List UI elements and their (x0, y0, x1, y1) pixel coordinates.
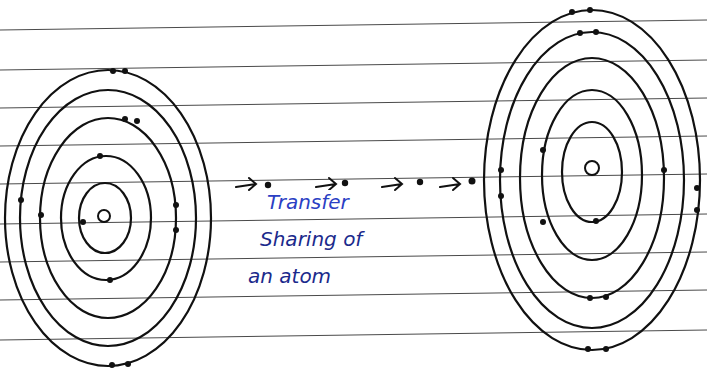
electron-shell (61, 156, 151, 280)
transferred-electron (342, 180, 348, 186)
electron-shell (5, 10, 700, 366)
annotation-text: Transfer (265, 190, 351, 214)
electron-dot (593, 218, 599, 224)
electron-dot (173, 227, 179, 233)
ruled-line (0, 136, 707, 146)
ruled-line (0, 20, 707, 340)
transferred-electron (417, 179, 423, 185)
electron-dot (593, 29, 599, 35)
transferred-electron (469, 178, 476, 185)
electron-dot (134, 118, 140, 124)
electron-dot (38, 212, 44, 218)
electron-dot (540, 147, 546, 153)
electron-dot (540, 219, 546, 225)
electron-dot (122, 68, 128, 74)
electron-shell (484, 10, 700, 350)
electron-dot (107, 277, 113, 283)
electron-dot (577, 30, 583, 36)
electron-dot (585, 346, 591, 352)
annotation-text: Sharing of (258, 227, 364, 251)
electron-dot (603, 346, 609, 352)
ruled-line (0, 20, 707, 30)
electron-dot (122, 116, 128, 122)
electron-shell (5, 70, 211, 366)
electron-shell (520, 58, 664, 298)
electron-shell (542, 90, 642, 260)
electron-dot (18, 7, 700, 368)
ruled-line (0, 60, 707, 70)
electron-dot (694, 207, 700, 213)
electron-dot (603, 294, 609, 300)
ruled-line (0, 290, 707, 300)
transfer-arrow (236, 178, 460, 190)
transferred-electron (265, 178, 476, 189)
transfer-arrow (236, 178, 256, 190)
nucleus (98, 210, 110, 222)
electron-dot (661, 167, 667, 173)
electron-dot (125, 361, 131, 367)
electron-shell (562, 122, 622, 222)
electron-dot (498, 193, 504, 199)
transfer-arrow (382, 178, 402, 190)
nucleus (98, 161, 599, 222)
electron-dot (569, 9, 575, 15)
electron-dot (694, 185, 700, 191)
transfer-arrow (316, 178, 336, 190)
electron-dot (97, 153, 103, 159)
ruled-line (0, 98, 707, 108)
electron-dot (80, 219, 86, 225)
electron-dot (18, 197, 24, 203)
electron-dot (587, 7, 593, 13)
transferred-electron (265, 182, 271, 188)
electron-dot (587, 295, 593, 301)
annotation-text: an atom (246, 264, 333, 288)
electron-dot (173, 202, 179, 208)
electron-dot (498, 167, 504, 173)
electron-shell (20, 90, 196, 346)
nucleus (585, 161, 599, 175)
electron-dot (110, 68, 116, 74)
electron-shell (40, 118, 176, 318)
transfer-arrow (440, 178, 460, 190)
electron-dot (109, 362, 115, 368)
electron-shell (79, 183, 131, 253)
ruled-line (0, 330, 707, 340)
electron-shell (500, 32, 684, 328)
